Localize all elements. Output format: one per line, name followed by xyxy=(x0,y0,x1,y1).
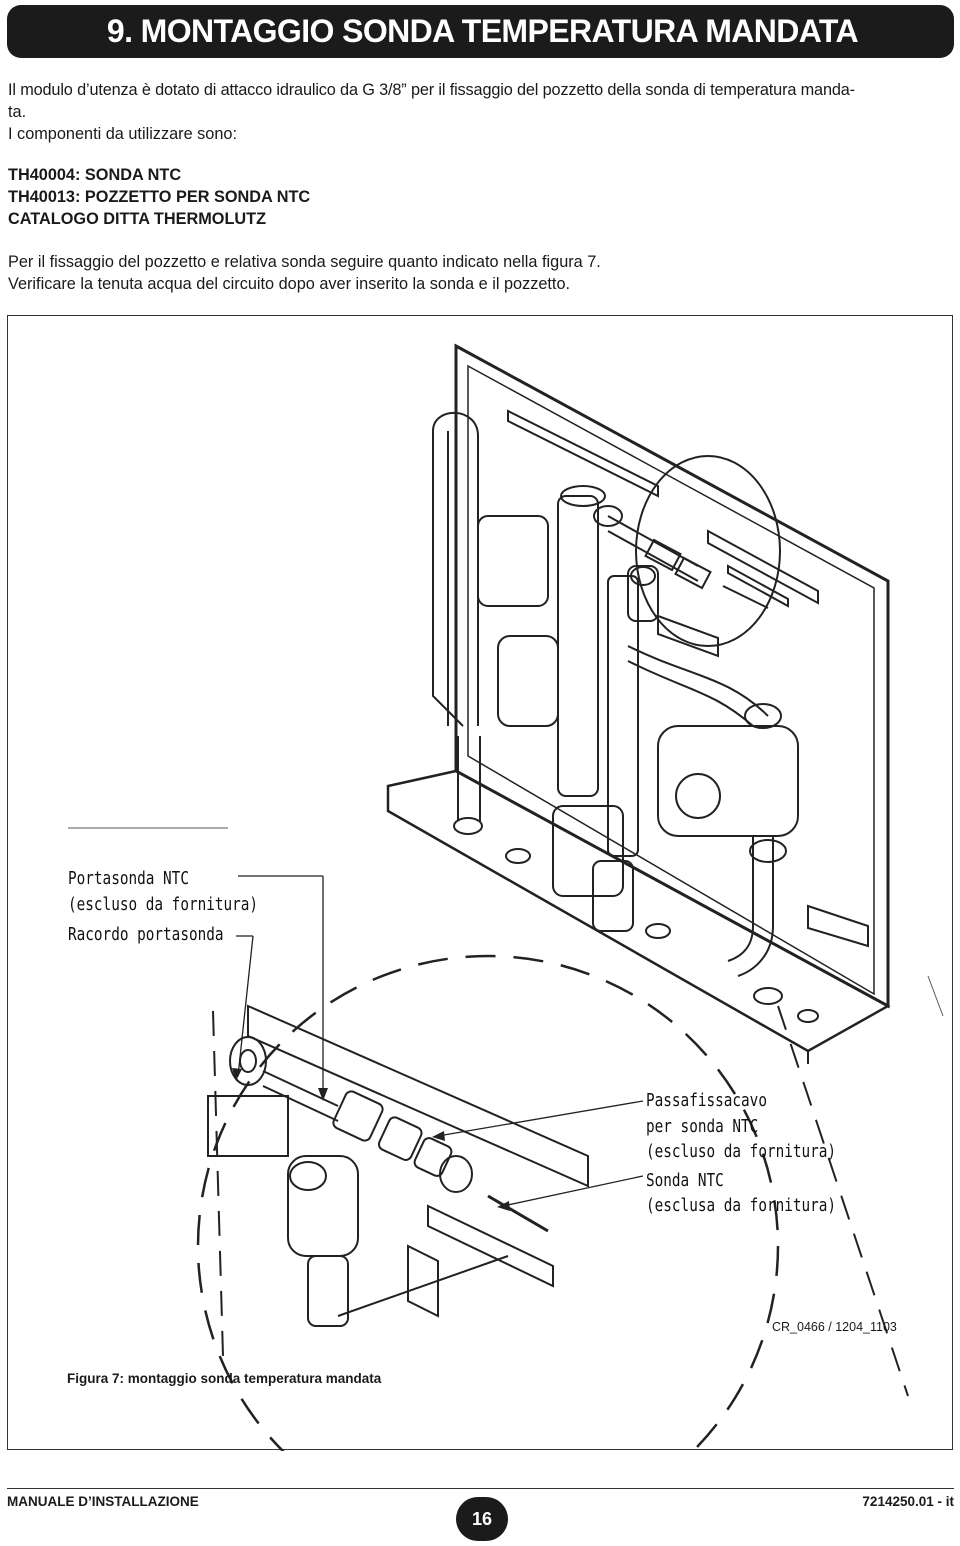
label-sonda-line1: Sonda NTC xyxy=(646,1171,724,1191)
figure-caption: Figura 7: montaggio sonda temperatura ma… xyxy=(67,1371,382,1386)
figure-code: CR_0466 / 1204_1103 xyxy=(772,1320,897,1334)
section-header: 9. MONTAGGIO SONDA TEMPERATURA MANDATA xyxy=(7,5,954,58)
label-passafissacavo-line2: per sonda NTC xyxy=(646,1117,759,1137)
label-portasonda-line1: Portasonda NTC xyxy=(68,869,189,889)
footer-divider xyxy=(7,1488,954,1489)
label-passafissacavo-line3: (escluso da fornitura) xyxy=(646,1142,837,1162)
section-title: 9. MONTAGGIO SONDA TEMPERATURA MANDATA xyxy=(106,13,859,49)
installation-drawing xyxy=(68,343,944,1451)
footer-manual-title: MANUALE D’INSTALLAZIONE xyxy=(7,1494,199,1509)
component-item: CATALOGO DITTA THERMOLUTZ xyxy=(8,210,267,228)
intro-text: Il modulo d’utenza è dotato di attacco i… xyxy=(8,79,952,145)
label-raccordo: Racordo portasonda xyxy=(68,925,224,945)
instructions-text: Per il fissaggio del pozzetto e relativa… xyxy=(8,251,601,295)
figure-7: Portasonda NTC (escluso da fornitura) Ra… xyxy=(7,315,953,1451)
intro-line-1: Il modulo d’utenza è dotato di attacco i… xyxy=(8,81,855,99)
intro-line-2: ta. xyxy=(8,103,27,121)
intro-line-3: I componenti da utilizzare sono: xyxy=(8,125,237,143)
component-item: TH40004: SONDA NTC xyxy=(8,166,182,184)
label-passafissacavo-line1: Passafissacavo xyxy=(646,1091,767,1111)
component-item: TH40013: POZZETTO PER SONDA NTC xyxy=(8,188,311,206)
components-list: TH40004: SONDA NTC TH40013: POZZETTO PER… xyxy=(8,164,310,230)
footer-doc-code: 7214250.01 - it xyxy=(862,1494,954,1509)
page-number: 16 xyxy=(456,1497,508,1541)
label-sonda-line2: (esclusa da fornitura) xyxy=(646,1196,837,1216)
instructions-line-1: Per il fissaggio del pozzetto e relativa… xyxy=(8,253,601,271)
instructions-line-2: Verificare la tenuta acqua del circuito … xyxy=(8,275,571,293)
label-portasonda-line2: (escluso da fornitura) xyxy=(68,895,259,915)
